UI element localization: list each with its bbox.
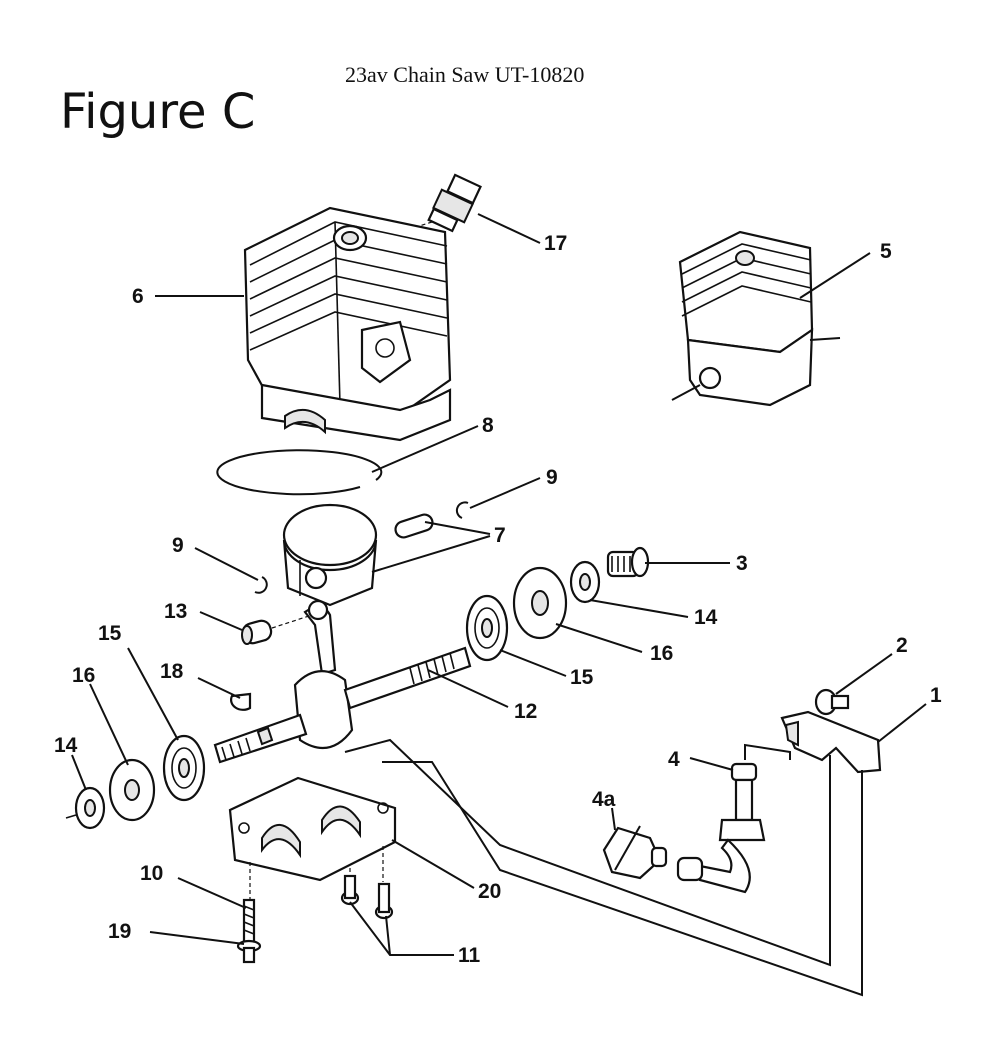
screw-11-right <box>374 882 394 920</box>
callout-19: 19 <box>108 920 131 943</box>
callout-7: 7 <box>494 524 506 547</box>
washer-left <box>108 758 156 822</box>
circlip-left <box>254 576 268 594</box>
callout-13: 13 <box>164 600 187 623</box>
callout-5: 5 <box>880 240 892 263</box>
cylinder <box>243 206 452 442</box>
circlip-right <box>455 501 469 519</box>
callout-14-right: 14 <box>694 606 718 629</box>
bolt-2 <box>814 688 850 716</box>
engine-assembly <box>671 230 841 407</box>
callout-9-right: 9 <box>546 466 558 489</box>
callout-12: 12 <box>514 700 537 723</box>
fuel-filter <box>602 825 668 880</box>
impulse-fitting <box>718 762 766 842</box>
callout-9-left: 9 <box>172 534 184 557</box>
bracket-1 <box>780 710 882 774</box>
callout-1: 1 <box>930 684 942 707</box>
needle-bearing <box>241 614 313 645</box>
screw-11-left <box>340 874 360 906</box>
callout-15-left: 15 <box>98 622 122 645</box>
callout-4a: 4a <box>592 788 616 811</box>
assembly-bracket-lines <box>344 738 863 997</box>
callout-8: 8 <box>482 414 494 437</box>
bearing-left <box>162 734 206 802</box>
leader-lines <box>71 213 927 956</box>
piston <box>282 503 378 607</box>
piston-ring <box>216 449 383 496</box>
seal-right <box>569 560 601 604</box>
callout-16-left: 16 <box>72 664 95 687</box>
callout-10: 10 <box>140 862 163 885</box>
callout-20: 20 <box>478 880 501 903</box>
callout-11: 11 <box>458 944 481 967</box>
callout-15-right: 15 <box>570 666 594 689</box>
callout-3: 3 <box>736 552 748 575</box>
callout-18: 18 <box>160 660 184 683</box>
callout-4: 4 <box>668 748 680 771</box>
seal-left <box>65 786 106 830</box>
piston-pin <box>394 513 434 539</box>
bearing-right <box>465 594 509 662</box>
screw-10 <box>242 898 256 944</box>
callout-14-left: 14 <box>54 734 78 757</box>
callout-6: 6 <box>132 285 144 308</box>
callout-2: 2 <box>896 634 908 657</box>
fuel-hose <box>676 838 751 894</box>
figure-label: Figure C <box>60 84 256 140</box>
page-title: 23av Chain Saw UT-10820 <box>345 62 585 87</box>
callout-16-right: 16 <box>650 642 673 665</box>
crank-bolt <box>606 546 650 578</box>
woodruff-key <box>230 692 252 711</box>
crankcase <box>228 776 397 900</box>
crankshaft <box>213 599 472 764</box>
callout-17: 17 <box>544 232 567 255</box>
washer-right <box>512 566 568 640</box>
